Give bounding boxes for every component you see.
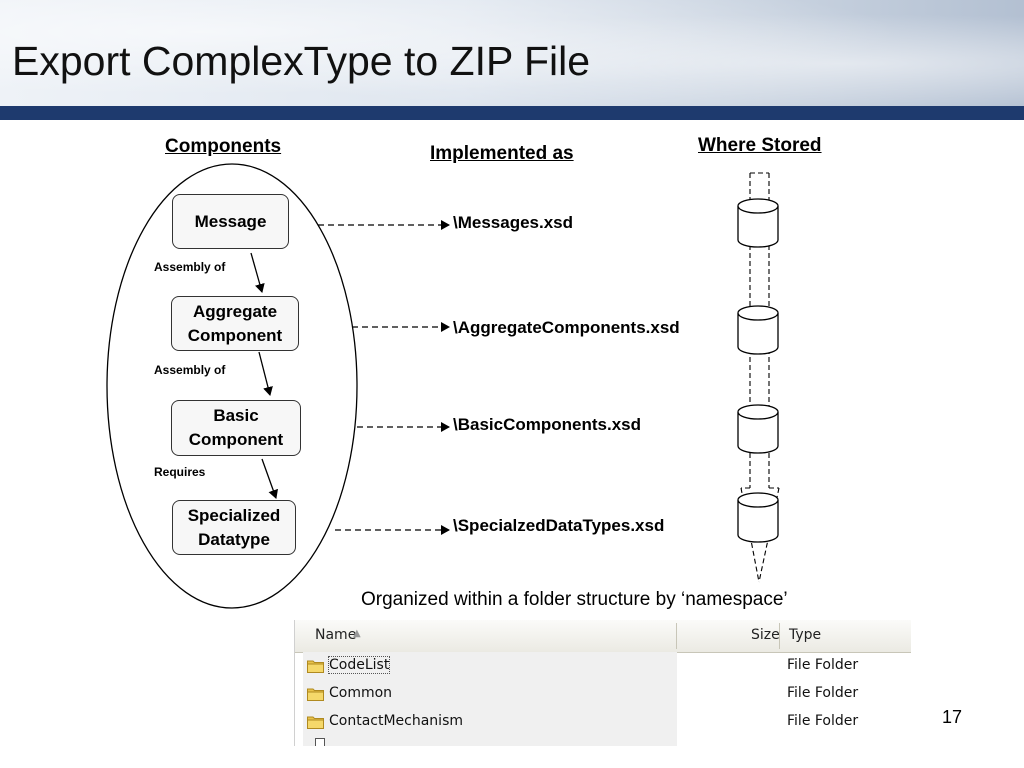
folder-icon	[307, 688, 324, 701]
component-specialized: Specialized Datatype	[172, 500, 296, 555]
components-ellipse	[106, 163, 358, 609]
component-message: Message	[172, 194, 289, 249]
list-item[interactable]: CodeList File Folder	[303, 652, 903, 680]
component-basic: Basic Component	[171, 400, 301, 456]
header-background	[0, 0, 1024, 106]
file-specialized: \SpecialzedDataTypes.xsd	[453, 516, 665, 535]
component-aggregate: Aggregate Component	[171, 296, 299, 351]
folder-type: File Folder	[787, 657, 859, 673]
relation-label: Assembly of	[154, 260, 226, 274]
relation-label: Requires	[154, 465, 206, 479]
header-banner: Export ComplexType to ZIP File	[0, 0, 1024, 106]
folder-type: File Folder	[787, 713, 859, 729]
implemented-as-heading: Implemented as	[430, 143, 574, 164]
column-divider[interactable]	[779, 623, 780, 649]
page-number: 17	[942, 707, 963, 727]
file-messages: \Messages.xsd	[453, 213, 574, 232]
folder-icon	[307, 660, 324, 673]
components-heading: Components	[165, 136, 282, 157]
folder-icon	[307, 716, 324, 729]
file-explorer: Name ▲ Size Type CodeList File Folder Co…	[294, 620, 911, 746]
relation-label: Assembly of	[154, 363, 226, 377]
partial-row	[303, 734, 903, 746]
slide-title: Export ComplexType to ZIP File	[12, 38, 591, 84]
header-rule	[0, 106, 1024, 120]
folder-name: ContactMechanism	[329, 713, 464, 729]
sort-ascending-icon: ▲	[353, 628, 361, 639]
explorer-header: Name ▲ Size Type	[295, 620, 911, 653]
list-item[interactable]: Common File Folder	[303, 680, 903, 708]
file-icon	[315, 738, 325, 746]
folder-name: CodeList	[327, 656, 391, 674]
arrow-aggregate-basic	[258, 351, 273, 396]
folder-type: File Folder	[787, 685, 859, 701]
arrow-basic-specialized	[261, 458, 279, 499]
name-column-background	[303, 652, 677, 746]
column-header-size[interactable]: Size	[751, 627, 780, 643]
column-header-name[interactable]: Name	[315, 627, 357, 643]
database-icon	[737, 492, 779, 543]
file-aggregate: \AggregateComponents.xsd	[453, 318, 680, 337]
database-icon	[737, 198, 779, 248]
file-basic: \BasicComponents.xsd	[453, 415, 641, 434]
arrow-message-aggregate	[250, 252, 265, 293]
where-stored-heading: Where Stored	[698, 135, 822, 156]
database-icon	[737, 305, 779, 355]
folder-name: Common	[329, 685, 393, 701]
database-icon	[737, 404, 779, 454]
list-item[interactable]: ContactMechanism File Folder	[303, 708, 903, 736]
column-divider[interactable]	[676, 623, 677, 649]
folder-caption: Organized within a folder structure by ‘…	[361, 589, 788, 610]
column-header-type[interactable]: Type	[789, 627, 822, 643]
